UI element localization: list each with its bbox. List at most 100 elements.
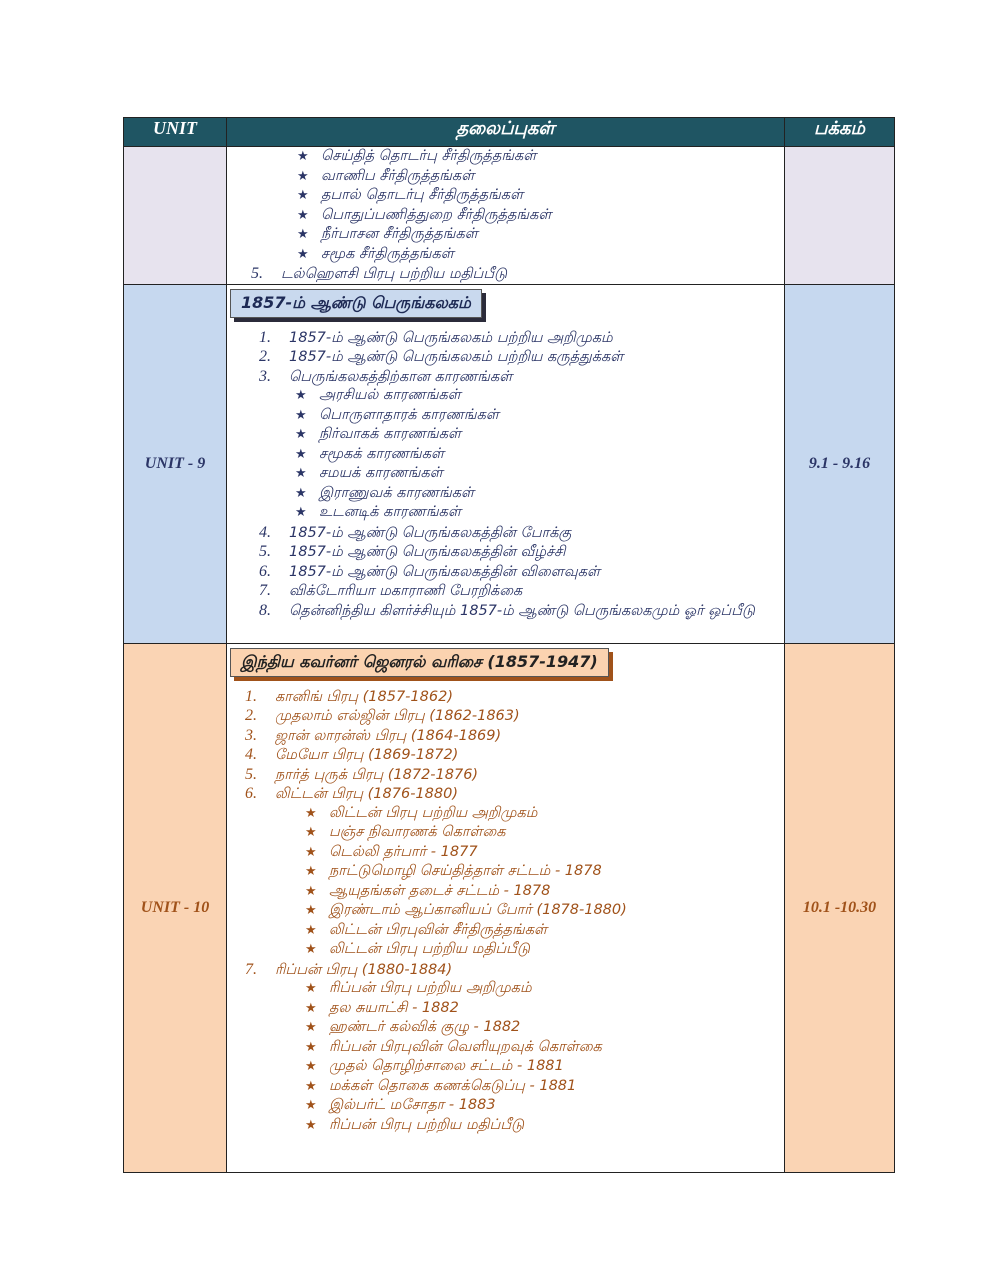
- list-item: ★ சமயக் காரணங்கள்: [227, 464, 784, 484]
- item-number: 7.: [245, 960, 257, 978]
- unit-cell: [123, 146, 227, 285]
- item-text: ரிப்பன் பிரபு (1880-1884): [275, 961, 453, 978]
- list-item: ★முதல் தொழிற்சாலை சட்டம் - 1881: [227, 1057, 784, 1077]
- list-item: ★ ரிப்பன் பிரபு பற்றிய மதிப்பீடு: [227, 1116, 784, 1136]
- list-item: ★லிட்டன் பிரபு பற்றிய மதிப்பீடு: [227, 940, 784, 960]
- list-item: 3.பெருங்கலகத்திற்கான காரணங்கள்: [227, 367, 784, 387]
- table-row: UNIT - 10 இந்திய கவர்னர் ஜெனரல் வரிசை (1…: [123, 642, 895, 1173]
- item-text: சமூகக் காரணங்கள்: [319, 445, 445, 462]
- list-item: ★ நாட்டுமொழி செய்தித்தாள் சட்டம் - 1878: [227, 862, 784, 882]
- list-item: ★ தல சுயாட்சி - 1882: [227, 999, 784, 1019]
- list-item: ★சமூக சீர்திருத்தங்கள்: [227, 245, 784, 265]
- star-bullet-icon: ★: [305, 1078, 317, 1094]
- item-text: ஆயுதங்கள் தடைச் சட்டம் - 1878: [329, 882, 551, 899]
- item-text: டெல்லி தர்பார் - 1877: [329, 843, 478, 860]
- topics-cell: இந்திய கவர்னர் ஜெனரல் வரிசை (1857-1947) …: [226, 642, 785, 1173]
- list-item: 5.1857-ம் ஆண்டு பெருங்கலகத்தின் வீழ்ச்சி: [227, 542, 784, 562]
- list-item: 5.நார்த் புருக் பிரபு (1872-1876): [227, 765, 784, 785]
- star-bullet-icon: ★: [295, 505, 307, 520]
- page-cell: 10.1 -10.30: [784, 642, 895, 1173]
- item-text: வாணிப சீர்திருத்தங்கள்: [321, 167, 475, 184]
- list-item: ★ தபால் தொடர்பு சீர்திருத்தங்கள்: [227, 186, 784, 206]
- item-text: செய்தித் தொடர்பு சீர்திருத்தங்கள்: [321, 148, 537, 164]
- list-item: ★ உடனடிக் காரணங்கள்: [227, 503, 784, 523]
- star-bullet-icon: ★: [305, 864, 317, 879]
- star-bullet-icon: ★: [305, 981, 317, 996]
- list-item: 5.டல்ஹௌசி பிரபு பற்றிய மதிப்பீடு: [227, 264, 784, 284]
- star-bullet-icon: ★: [305, 1117, 317, 1133]
- list-item: 1.கானிங் பிரபு (1857-1862): [227, 687, 784, 707]
- list-item: 1.1857-ம் ஆண்டு பெருங்கலகம் பற்றிய அறிமு…: [227, 328, 784, 348]
- item-number: 6.: [259, 562, 271, 580]
- list-item: 2.முதலாம் எல்ஜின் பிரபு (1862-1863): [227, 706, 784, 726]
- list-item: 4.மேயோ பிரபு (1869-1872): [227, 745, 784, 765]
- item-text: தல சுயாட்சி - 1882: [329, 999, 459, 1016]
- item-text: ரிப்பன் பிரபு பற்றிய அறிமுகம்: [329, 980, 532, 996]
- item-text: ஹண்டர் கல்விக் குழு - 1882: [329, 1019, 521, 1035]
- list-item: 8.தென்னிந்திய கிளர்ச்சியும் 1857-ம் ஆண்ட…: [227, 601, 784, 622]
- item-text: நீர்பாசன சீர்திருத்தங்கள்: [321, 226, 478, 242]
- item-number: 2.: [245, 707, 257, 724]
- star-bullet-icon: ★: [305, 942, 317, 957]
- item-text: 1857-ம் ஆண்டு பெருங்கலகம் பற்றிய அறிமுகம…: [289, 329, 613, 346]
- item-text: விக்டோரியா மகாராணி பேரறிக்கை: [289, 583, 523, 599]
- list-item: 2. 1857-ம் ஆண்டு பெருங்கலகம் பற்றிய கருத்…: [227, 347, 784, 367]
- list-item: 6.1857-ம் ஆண்டு பெருங்கலகத்தின் விளைவுகள…: [227, 562, 784, 582]
- star-bullet-icon: ★: [305, 1059, 317, 1074]
- star-bullet-icon: ★: [295, 466, 307, 481]
- list-item: ★ரிப்பன் பிரபுவின் வெளியுறவுக் கொள்கை: [227, 1038, 784, 1058]
- item-text: சமயக் காரணங்கள்: [319, 465, 443, 481]
- star-bullet-icon: ★: [297, 188, 309, 203]
- item-text: இல்பர்ட் மசோதா - 1883: [329, 1097, 496, 1113]
- list-item: 3. ஜான் லாரன்ஸ் பிரபு (1864-1869): [227, 726, 784, 746]
- section-title: 1857-ம் ஆண்டு பெருங்கலகம்: [230, 288, 482, 318]
- star-bullet-icon: ★: [305, 1098, 317, 1113]
- item-text: ஜான் லாரன்ஸ் பிரபு (1864-1869): [275, 727, 502, 744]
- star-bullet-icon: ★: [305, 844, 317, 860]
- list-item: 6. லிட்டன் பிரபு (1876-1880): [227, 784, 784, 804]
- item-text: நிர்வாகக் காரணங்கள்: [319, 426, 462, 442]
- item-number: 2.: [259, 348, 271, 365]
- list-item: ★சமூகக் காரணங்கள்: [227, 445, 784, 465]
- item-number: 5.: [259, 543, 271, 560]
- item-number: 3.: [259, 367, 271, 385]
- item-number: 6.: [245, 785, 257, 802]
- list-item: ★பொதுப்பணித்துறை சீர்திருத்தங்கள்: [227, 206, 784, 226]
- item-text: லிட்டன் பிரபு (1876-1880): [275, 786, 458, 802]
- star-bullet-icon: ★: [297, 227, 309, 242]
- star-bullet-icon: ★: [305, 1020, 317, 1035]
- item-text: இராணுவக் காரணங்கள்: [319, 484, 475, 501]
- item-number: 3.: [245, 726, 257, 744]
- table-row: UNIT - 9 1857-ம் ஆண்டு பெருங்கலகம் 1.185…: [123, 283, 895, 644]
- star-bullet-icon: ★: [295, 388, 307, 403]
- list-item: ★ வாணிப சீர்திருத்தங்கள்: [227, 167, 784, 187]
- list-item: ★ நீர்பாசன சீர்திருத்தங்கள்: [227, 225, 784, 245]
- list-item: ★நிர்வாகக் காரணங்கள்: [227, 425, 784, 445]
- star-bullet-icon: ★: [297, 168, 309, 184]
- unit-cell: UNIT - 9: [123, 283, 227, 644]
- star-bullet-icon: ★: [305, 1039, 317, 1055]
- item-text: 1857-ம் ஆண்டு பெருங்கலகம் பற்றிய கருத்து…: [289, 349, 624, 365]
- list-item: ★லிட்டன் பிரபுவின் சீர்திருத்தங்கள்: [227, 921, 784, 941]
- item-text: நார்த் புருக் பிரபு (1872-1876): [275, 766, 479, 783]
- list-item: ★செய்தித் தொடர்பு சீர்திருத்தங்கள்: [227, 147, 784, 167]
- item-number: 5.: [251, 265, 263, 282]
- page-cell: [784, 146, 895, 285]
- list-item: ★ ரிப்பன் பிரபு பற்றிய அறிமுகம்: [227, 979, 784, 999]
- table-row: ★செய்தித் தொடர்பு சீர்திருத்தங்கள்★வாணிப…: [123, 146, 895, 285]
- list-item: ★ இராணுவக் காரணங்கள்: [227, 484, 784, 504]
- list-item: 7. விக்டோரியா மகாராணி பேரறிக்கை: [227, 581, 784, 601]
- contents-table: UNIT தலைப்புகள் பக்கம் ★செய்தித் தொடர்பு…: [123, 117, 895, 1173]
- star-bullet-icon: ★: [295, 485, 307, 501]
- item-text: உடனடிக் காரணங்கள்: [319, 504, 462, 520]
- star-bullet-icon: ★: [305, 1000, 317, 1016]
- item-text: தபால் தொடர்பு சீர்திருத்தங்கள்: [321, 187, 524, 203]
- star-bullet-icon: ★: [295, 407, 307, 423]
- item-text: நாட்டுமொழி செய்தித்தாள் சட்டம் - 1878: [329, 863, 602, 879]
- item-number: 8.: [259, 601, 271, 619]
- item-number: 7.: [259, 582, 271, 599]
- list-item: ★இரண்டாம் ஆப்கானியப் போர் (1878-1880): [227, 901, 784, 921]
- item-text: ரிப்பன் பிரபு பற்றிய மதிப்பீடு: [329, 1116, 525, 1133]
- header-row: UNIT தலைப்புகள் பக்கம்: [123, 117, 895, 147]
- page-header: பக்கம்: [784, 117, 895, 147]
